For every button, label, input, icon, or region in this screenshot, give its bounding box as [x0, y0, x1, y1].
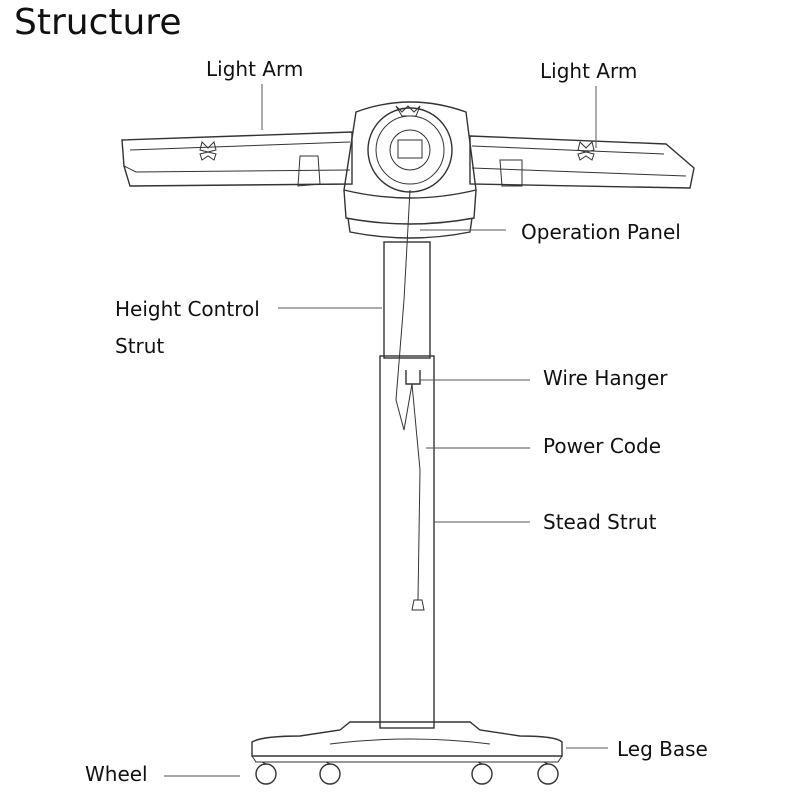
label-height-control-strut-line1: Height Control — [115, 297, 260, 321]
label-operation-panel: Operation Panel — [521, 220, 681, 244]
label-leg-base: Leg Base — [617, 737, 708, 761]
label-wire-hanger: Wire Hanger — [543, 366, 668, 390]
stead-strut-shape — [379, 355, 435, 729]
label-light-arm-left: Light Arm — [206, 57, 304, 81]
wheels — [255, 761, 559, 785]
label-height-control-strut-line2: Strut — [115, 334, 165, 358]
leader-lines — [164, 84, 608, 777]
label-wheel: Wheel — [85, 762, 148, 786]
operation-panel-housing — [343, 101, 477, 239]
label-light-arm-right: Light Arm — [540, 59, 638, 83]
label-stead-strut: Stead Strut — [543, 510, 657, 534]
wire-hanger-shape — [405, 370, 421, 385]
label-power-code: Power Code — [543, 434, 662, 458]
light-arm-left — [121, 131, 353, 187]
power-cord-shape — [395, 189, 425, 611]
light-arm-right — [469, 135, 695, 189]
height-control-strut-shape — [383, 241, 431, 359]
leg-base-shape — [251, 721, 563, 763]
diagram-title: Structure — [14, 2, 182, 43]
